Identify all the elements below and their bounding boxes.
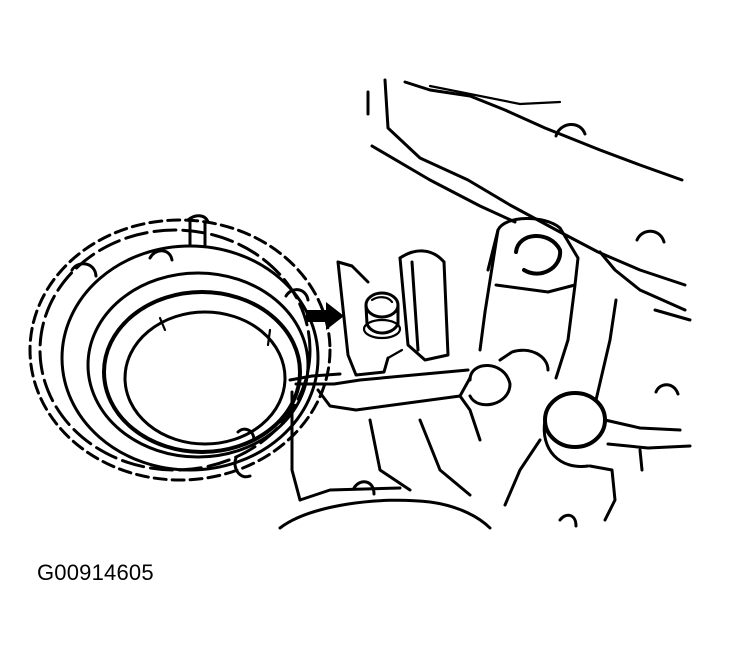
figure-code: G00914605	[37, 560, 154, 585]
bore-assembly	[28, 218, 332, 482]
bracket-area	[336, 249, 450, 377]
case-upper-section	[366, 78, 692, 322]
lower-right-bore	[503, 391, 692, 522]
bolt	[362, 291, 402, 340]
bore-lugs	[70, 214, 310, 442]
case-mid-section	[288, 217, 618, 502]
case-bosses	[233, 123, 680, 528]
arrow-icon	[306, 302, 344, 330]
case-lower-section	[278, 418, 492, 530]
